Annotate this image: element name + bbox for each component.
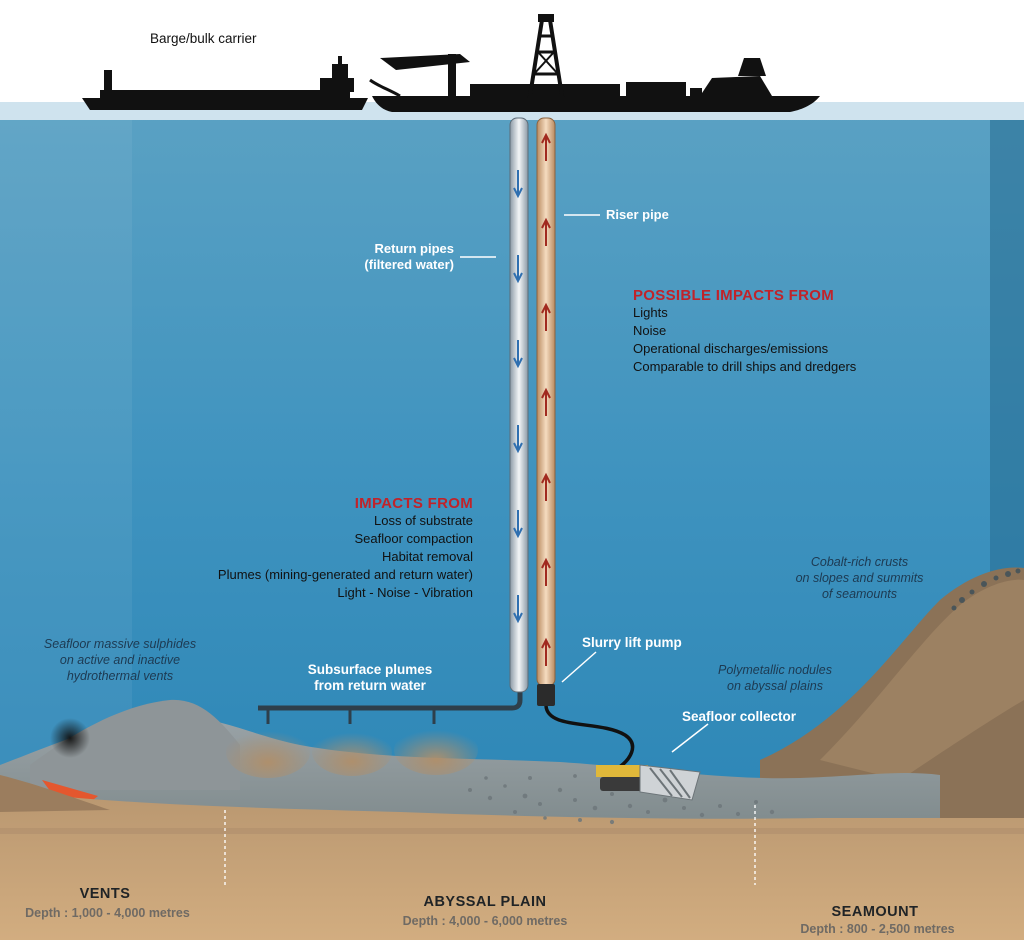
impacts-list: Loss of substrate Seafloor compaction Ha…	[140, 512, 473, 602]
zone-vents-depth: Depth : 1,000 - 4,000 metres	[25, 906, 190, 920]
massive-sulphides-label: Seafloor massive sulphides on active and…	[10, 636, 230, 684]
plume-1	[226, 726, 310, 778]
return-pipes-line-2: (filtered water)	[364, 257, 454, 272]
nodule-field	[468, 774, 775, 825]
slurry-pump-label: Slurry lift pump	[582, 635, 682, 650]
return-flow-arrow	[513, 255, 523, 284]
return-flow-arrow	[513, 510, 523, 539]
sediment-layer	[0, 790, 1024, 940]
riser-flow-arrows	[541, 132, 551, 666]
return-pipes-label: Return pipes (filtered water)	[330, 241, 454, 273]
plume-2	[312, 728, 392, 776]
slurry-pump-pointer	[561, 651, 597, 683]
bulk-carrier-ship	[82, 56, 368, 110]
cobalt-crusts-line-2: on slopes and summits	[795, 571, 924, 585]
polymetallic-nodules-line-1: Polymetallic nodules	[718, 663, 832, 677]
riser-flow-arrow	[541, 387, 551, 416]
massive-sulphides-line-2: on active and inactive	[59, 653, 181, 667]
possible-impact-item: Noise	[633, 323, 667, 338]
zone-abyssal-name: ABYSSAL PLAIN	[423, 894, 547, 910]
massive-sulphides-line-1: Seafloor massive sulphides	[43, 637, 197, 651]
impact-item: Loss of substrate	[374, 513, 473, 528]
impact-item: Habitat removal	[381, 549, 473, 564]
possible-impact-item: Lights	[633, 305, 668, 320]
plume-3	[394, 725, 478, 775]
seafloor-collector	[596, 764, 701, 801]
impacts-box: IMPACTS FROM Loss of substrate Seafloor …	[140, 496, 473, 602]
seafloor-collector-label: Seafloor collector	[682, 709, 797, 724]
slurry-pump	[537, 684, 555, 706]
riser-flow-arrow	[541, 302, 551, 331]
possible-impacts-heading: POSSIBLE IMPACTS FROM	[633, 287, 835, 304]
collector-pointer	[671, 723, 709, 753]
cobalt-crusts-label: Cobalt-rich crusts on slopes and summits…	[772, 554, 947, 602]
vent-smoke	[50, 718, 90, 758]
polymetallic-nodules-line-2: on abyssal plains	[727, 679, 823, 693]
return-pipes-line-1: Return pipes	[374, 241, 454, 256]
subsurface-plumes-line-1: Subsurface plumes	[307, 662, 433, 677]
cobalt-crusts-line-3: of seamounts	[821, 587, 898, 601]
subsurface-plumes-label: Subsurface plumes from return water	[295, 662, 445, 694]
vent-mound	[30, 699, 240, 790]
bedrock-edge	[0, 828, 1024, 834]
possible-impacts-list: Lights Noise Operational discharges/emis…	[633, 304, 856, 376]
riser-flow-arrow	[541, 637, 551, 666]
zone-seamount-depth: Depth : 800 - 2,500 metres	[800, 922, 955, 936]
possible-impact-item: Comparable to drill ships and dredgers	[633, 359, 857, 374]
riser-flow-arrow	[541, 557, 551, 586]
riser-flow-arrow	[541, 132, 551, 161]
flexible-hose	[544, 705, 635, 770]
water-left-face	[0, 120, 132, 770]
riser-flow-arrow	[541, 217, 551, 246]
possible-impact-item: Operational discharges/emissions	[633, 341, 829, 356]
zone-vents-name: VENTS	[79, 886, 131, 902]
impact-item: Seafloor compaction	[354, 531, 473, 546]
return-flow-arrow	[513, 595, 523, 624]
impact-item: Plumes (mining-generated and return wate…	[217, 567, 473, 582]
return-flow-arrows	[513, 170, 523, 624]
impact-item: Light - Noise - Vibration	[337, 585, 473, 600]
riser-flow-arrow	[541, 472, 551, 501]
return-pipe-horizontal	[258, 690, 523, 711]
zone-abyssal-depth: Depth : 4,000 - 6,000 metres	[402, 914, 568, 928]
return-flow-arrow	[513, 340, 523, 369]
massive-sulphides-line-3: hydrothermal vents	[66, 669, 174, 683]
drilling-vessel	[369, 14, 820, 112]
zone-seamount-name: SEAMOUNT	[831, 904, 919, 920]
polymetallic-nodules-label: Polymetallic nodules on abyssal plains	[680, 662, 870, 694]
riser-pipe-label: Riser pipe	[606, 207, 669, 222]
impacts-heading: IMPACTS FROM	[354, 495, 473, 512]
possible-impacts-box: POSSIBLE IMPACTS FROM Lights Noise Opera…	[633, 288, 856, 376]
subsurface-plumes-line-2: from return water	[314, 678, 426, 693]
return-flow-arrow	[513, 170, 523, 199]
return-flow-arrow	[513, 425, 523, 454]
cobalt-crust-texture	[951, 568, 1021, 611]
return-pipe	[509, 117, 529, 693]
barge-label: Barge/bulk carrier	[150, 31, 257, 46]
cobalt-crusts-line-1: Cobalt-rich crusts	[810, 555, 909, 569]
sediment-layer-upper	[0, 775, 110, 812]
seamount-light	[820, 579, 1024, 780]
